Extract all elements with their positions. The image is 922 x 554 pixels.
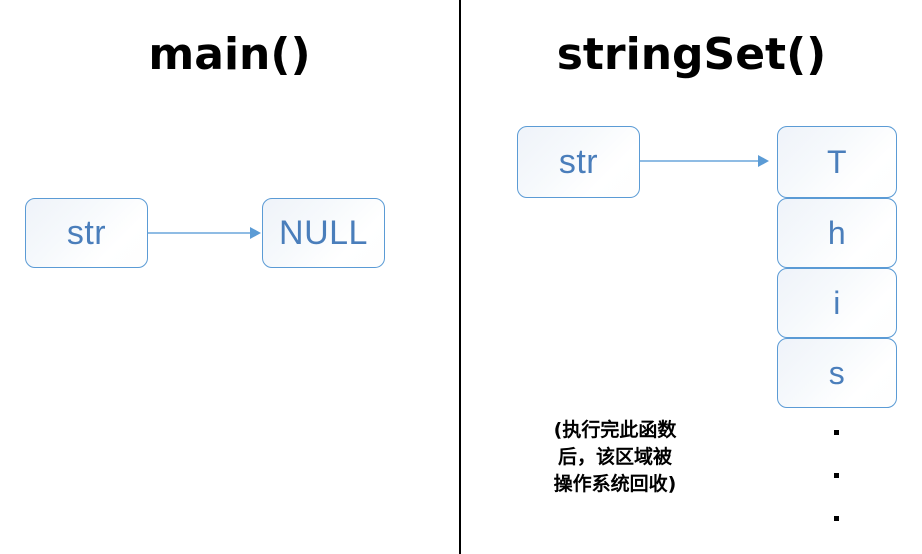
left-panel-title: main() — [148, 29, 311, 80]
right-panel-title: stringSet() — [556, 29, 827, 80]
ellipsis-dot-3 — [834, 516, 839, 521]
panel-divider — [459, 0, 461, 554]
left-target-box-null: NULL — [262, 198, 385, 268]
right-arrow-head-icon — [758, 155, 769, 167]
left-arrow-line — [148, 232, 252, 234]
left-pointer-box-str: str — [25, 198, 148, 268]
ellipsis-dot-2 — [834, 473, 839, 478]
left-arrow-head-icon — [250, 227, 261, 239]
ellipsis-dot-1 — [834, 430, 839, 435]
char-cell-1: h — [777, 198, 897, 268]
right-arrow-line — [640, 160, 760, 162]
char-cell-0: T — [777, 126, 897, 198]
char-cell-3: s — [777, 338, 897, 408]
reclaim-annotation-text: (执行完此函数 后，该区域被 操作系统回收) — [553, 419, 677, 495]
right-pointer-box-str: str — [517, 126, 640, 198]
char-cell-2: i — [777, 268, 897, 338]
